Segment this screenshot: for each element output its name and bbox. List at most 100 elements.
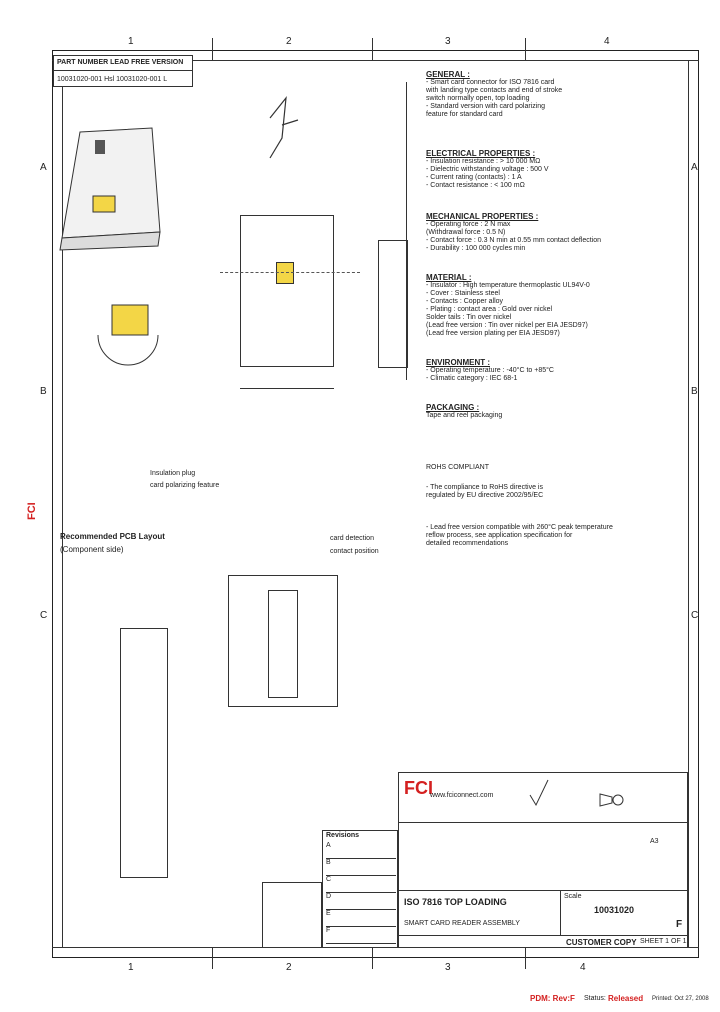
part-number-table — [53, 55, 193, 87]
footer-pdm: PDM: Rev:F — [530, 994, 575, 1003]
general-line: switch normally open, top loading — [426, 95, 530, 102]
callout-polarizing: card polarizing feature — [150, 482, 220, 489]
general-line: with landing type contacts and end of st… — [426, 87, 563, 94]
footer-status-label: Status: — [584, 995, 606, 1002]
zone-tick — [372, 38, 373, 60]
extra-note: reflow process, see application specific… — [426, 532, 573, 539]
mechanical-line: - Operating force : 2 N max — [426, 221, 511, 228]
material-line: - Contacts : Copper alloy — [426, 298, 504, 305]
footer-status-value: Released — [608, 994, 644, 1003]
fci-logo-icon: FCI — [404, 778, 433, 798]
frame-left-zone-line — [62, 60, 63, 947]
part-table-row: 10031020-001 Hsl 10031020-001 L — [57, 76, 168, 83]
material-line: (Lead free version plating per EIA JESD9… — [426, 330, 560, 337]
side-logo: FCI — [26, 502, 38, 520]
zone-label-top-4: 4 — [604, 36, 610, 47]
zone-tick — [372, 947, 373, 969]
zone-tick — [525, 38, 526, 60]
mechanical-line: - Contact force : 0.3 N min at 0.55 mm c… — [426, 237, 602, 244]
electrical-line: - Contact resistance : < 100 mΩ — [426, 182, 525, 189]
callout-contact: contact position — [330, 548, 379, 555]
side-view-edge — [406, 82, 407, 380]
callout-detection: card detection — [330, 535, 374, 542]
extra-note: ROHS COMPLIANT — [426, 464, 490, 471]
electrical-title: ELECTRICAL PROPERTIES : — [426, 149, 536, 158]
extra-note: - The compliance to RoHS directive is — [426, 484, 543, 491]
zone-label-right-a: A — [691, 162, 698, 173]
zone-label-top-3: 3 — [445, 36, 451, 47]
drawing-subtitle: SMART CARD READER ASSEMBLY — [404, 920, 520, 927]
revision-row: A — [326, 842, 396, 859]
packaging-line: Tape and reel packaging — [426, 412, 503, 419]
zone-label-top-2: 2 — [286, 36, 292, 47]
material-line: Solder tails : Tin over nickel — [426, 314, 512, 321]
scale-label: Scale — [564, 893, 582, 900]
environment-title: ENVIRONMENT : — [426, 358, 490, 367]
pcb-layout-outline — [120, 628, 168, 878]
zone-tick — [525, 947, 526, 969]
general-lines: - Smart card connector for ISO 7816 card… — [426, 79, 696, 119]
material-line: - Cover : Stainless steel — [426, 290, 500, 297]
zone-label-bottom-3: 3 — [445, 962, 451, 973]
recommended-pcb-label: Recommended PCB Layout — [60, 532, 165, 541]
website-label: www.fciconnect.com — [430, 792, 494, 799]
footer-printed: Printed: Oct 27, 2008 — [652, 996, 709, 1002]
size-label: A3 — [650, 838, 659, 845]
drawing-title: ISO 7816 TOP LOADING — [404, 897, 507, 907]
material-line: - Insulator : High temperature thermopla… — [426, 282, 590, 289]
revision-row: D — [326, 893, 396, 910]
zone-label-bottom-4: 4 — [580, 962, 586, 973]
frame-top-zone-line — [52, 60, 699, 61]
environment-line: - Climatic category : IEC 68-1 — [426, 375, 518, 382]
frame-right-zone-line — [688, 60, 689, 947]
electrical-line: - Dielectric withstanding voltage : 500 … — [426, 166, 549, 173]
revision-table — [322, 830, 398, 948]
revision-table-header: Revisions — [326, 832, 360, 839]
zone-label-bottom-1: 1 — [128, 962, 134, 973]
packaging-title: PACKAGING : — [426, 403, 480, 412]
general-line: feature for standard card — [426, 111, 503, 118]
zone-label-left-a: A — [40, 162, 47, 173]
general-title: GENERAL : — [426, 70, 470, 79]
top-view-contact-pad — [276, 262, 294, 284]
part-table-divider — [53, 70, 193, 71]
environment-line: - Operating temperature : -40°C to +85°C — [426, 367, 554, 374]
zone-label-bottom-2: 2 — [286, 962, 292, 973]
general-line: - Smart card connector for ISO 7816 card — [426, 79, 555, 86]
material-line: (Lead free version : Tin over nickel per… — [426, 322, 588, 329]
mechanical-title: MECHANICAL PROPERTIES : — [426, 212, 539, 221]
top-view-outline — [240, 215, 334, 367]
general-line: - Standard version with card polarizing — [426, 103, 546, 110]
tolerance-block — [262, 882, 322, 948]
pcb-bottom-view-inner — [268, 590, 298, 698]
side-view-body — [378, 240, 408, 368]
zone-tick — [212, 947, 213, 969]
dimension-line — [240, 388, 334, 389]
zone-label-top-1: 1 — [128, 36, 134, 47]
revision-row: F — [326, 927, 396, 944]
title-block-divider — [398, 890, 688, 891]
extra-note: - Lead free version compatible with 260°… — [426, 524, 613, 531]
material-title: MATERIAL : — [426, 273, 472, 282]
extra-note: regulated by EU directive 2002/95/EC — [426, 492, 544, 499]
center-line — [220, 272, 360, 273]
material-line: - Plating : contact area : Gold over nic… — [426, 306, 553, 313]
electrical-line: - Insulation resistance : > 10 000 MΩ — [426, 158, 541, 165]
revision-row: B — [326, 859, 396, 876]
customer-copy: CUSTOMER COPY — [566, 938, 637, 947]
title-block-divider — [398, 935, 688, 936]
mechanical-line: (Withdrawal force : 0.5 N) — [426, 229, 506, 236]
zone-label-right-b: B — [691, 386, 698, 397]
callout-insulation: Insulation plug — [150, 470, 196, 477]
part-table-header: PART NUMBER LEAD FREE VERSION — [57, 59, 184, 66]
doc-number: 10031020 — [594, 905, 635, 915]
title-block-divider — [398, 822, 688, 823]
revision-row: C — [326, 876, 396, 893]
mechanical-line: - Durability : 100 000 cycles min — [426, 245, 526, 252]
zone-tick — [212, 38, 213, 60]
title-block-divider — [560, 890, 561, 935]
component-side-label: (Component side) — [60, 545, 124, 554]
zone-label-right-c: C — [691, 610, 699, 621]
extra-note: detailed recommendations — [426, 540, 509, 547]
notes-column: GENERAL : - Smart card connector for ISO… — [426, 70, 696, 548]
